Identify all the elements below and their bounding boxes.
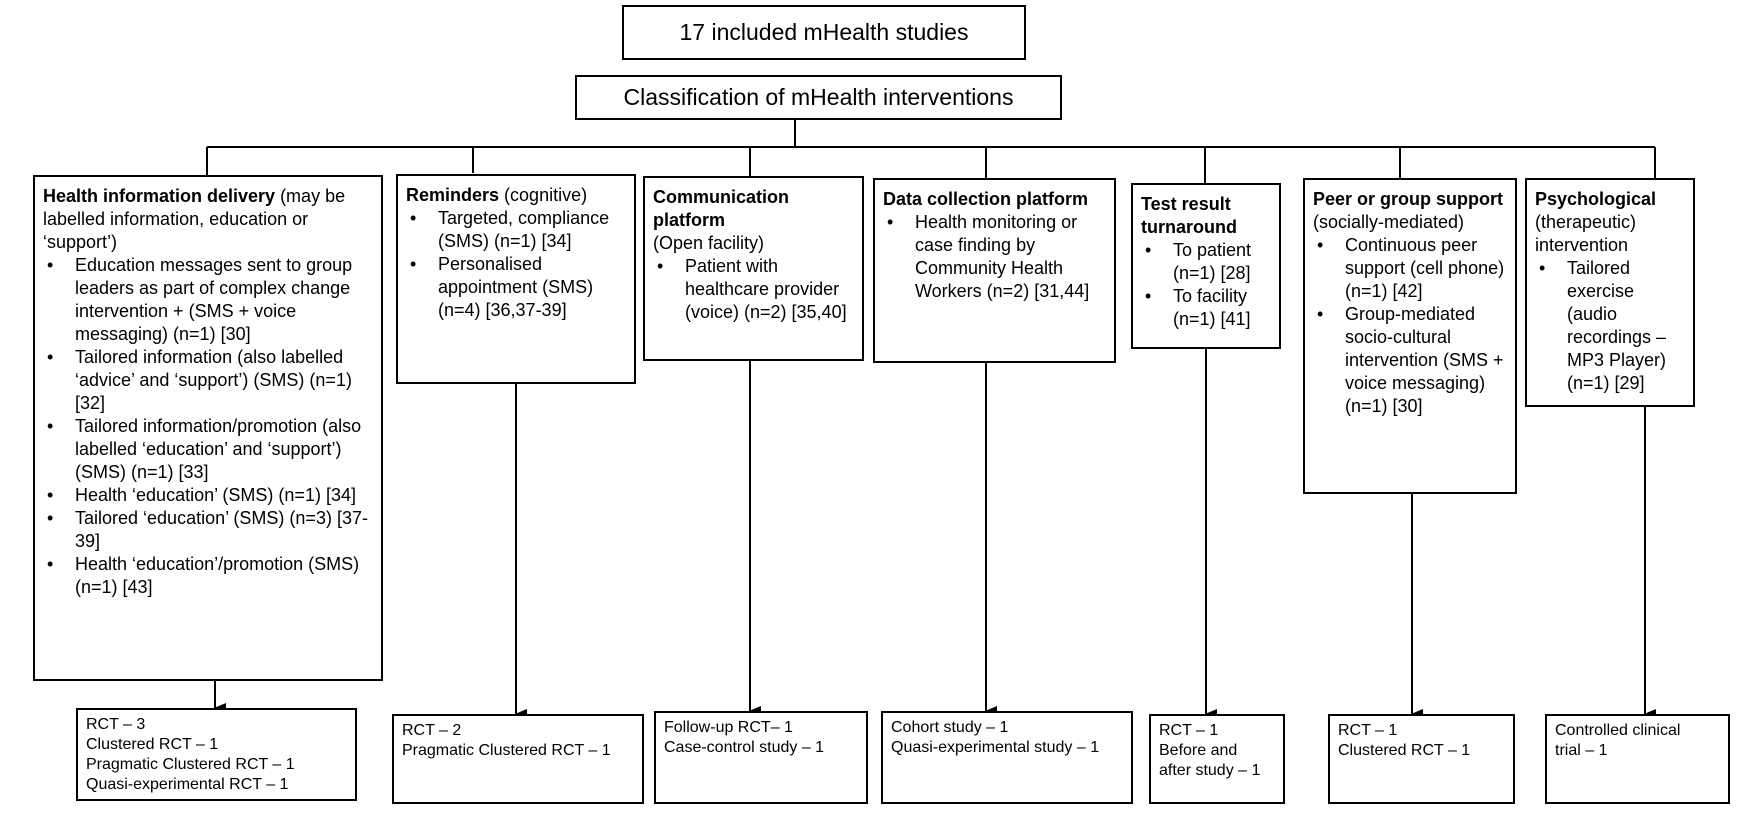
category-subtitle: (therapeutic) intervention [1535, 212, 1637, 255]
list-item: Health monitoring or case finding by Com… [883, 211, 1106, 303]
category-psychological: Psychological (therapeutic) intervention… [1525, 178, 1695, 407]
list-item: Targeted, compliance (SMS) (n=1) [34] [406, 207, 626, 253]
category-test-result-turnaround: Test result turnaround To patient (n=1) … [1131, 183, 1281, 349]
study-type: Controlled clinical [1555, 722, 1681, 739]
category-items: Patient with healthcare provider (voice)… [653, 255, 854, 324]
category-title: Communication platform [653, 187, 790, 230]
category-health-information-delivery: Health information delivery (may be labe… [33, 175, 383, 681]
list-item: Tailored ‘education’ (SMS) (n=3) [37-39] [43, 507, 373, 553]
study-type: RCT – 1 [1338, 722, 1398, 739]
category-subtitle: (Open facility) [653, 233, 765, 253]
study-type: Follow-up RCT– 1 [664, 719, 793, 736]
list-item: Tailored information/promotion (also lab… [43, 415, 373, 484]
category-items: Health monitoring or case finding by Com… [883, 211, 1106, 303]
study-type: Clustered RCT – 1 [1338, 742, 1471, 759]
category-items: Tailored exercise (audio recordings – MP… [1535, 257, 1685, 395]
study-type: Before and [1159, 742, 1238, 759]
category-items: Continuous peer support (cell phone) (n=… [1313, 234, 1507, 418]
list-item: Personalised appointment (SMS) (n=4) [36… [406, 253, 626, 322]
list-item: Health ‘education’ (SMS) (n=1) [34] [43, 484, 373, 507]
category-title: Reminders [406, 185, 500, 205]
category-peer-group-support: Peer or group support (socially-mediated… [1303, 178, 1517, 494]
study-type: Cohort study – 1 [891, 719, 1009, 736]
list-item: To facility (n=1) [41] [1141, 285, 1271, 331]
study-types-health-information-delivery: RCT – 3 Clustered RCT – 1 Pragmatic Clus… [76, 708, 357, 801]
category-title: Test result turnaround [1141, 194, 1237, 237]
list-item: Health ‘education’/promotion (SMS) (n=1)… [43, 553, 373, 599]
study-type: Clustered RCT – 1 [86, 736, 219, 753]
study-types-reminders: RCT – 2 Pragmatic Clustered RCT – 1 [392, 714, 644, 804]
classification-box: Classification of mHealth interventions [575, 75, 1062, 120]
category-data-collection-platform: Data collection platform Health monitori… [873, 178, 1116, 363]
list-item: Group-mediated socio-cultural interventi… [1313, 303, 1507, 418]
category-reminders: Reminders (cognitive) Targeted, complian… [396, 174, 636, 384]
study-type: Quasi-experimental study – 1 [891, 739, 1100, 756]
list-item: Continuous peer support (cell phone) (n=… [1313, 234, 1507, 303]
list-item: Patient with healthcare provider (voice)… [653, 255, 854, 324]
category-title: Psychological [1535, 189, 1657, 209]
category-subtitle: (may be labelled information, education … [43, 186, 346, 252]
category-title: Health information delivery [43, 186, 276, 206]
study-types-psychological: Controlled clinical trial – 1 [1545, 714, 1730, 804]
study-type: Case-control study – 1 [664, 739, 825, 756]
category-title: Data collection platform [883, 189, 1089, 209]
study-type: RCT – 1 [1159, 722, 1219, 739]
study-type: after study – 1 [1159, 762, 1261, 779]
category-items: To patient (n=1) [28] To facility (n=1) … [1141, 239, 1271, 331]
study-types-peer-group-support: RCT – 1 Clustered RCT – 1 [1328, 714, 1515, 804]
study-type: trial – 1 [1555, 742, 1608, 759]
study-type: Pragmatic Clustered RCT – 1 [86, 756, 295, 773]
category-communication-platform: Communication platform (Open facility) P… [643, 176, 864, 361]
study-types-data-collection-platform: Cohort study – 1 Quasi-experimental stud… [881, 711, 1133, 804]
study-types-test-result-turnaround: RCT – 1 Before and after study – 1 [1149, 714, 1285, 804]
category-subtitle: (socially-mediated) [1313, 212, 1465, 232]
classification-label: Classification of mHealth interventions [623, 84, 1014, 110]
included-studies-box: 17 included mHealth studies [622, 5, 1026, 60]
list-item: Education messages sent to group leaders… [43, 254, 373, 346]
study-type: RCT – 2 [402, 722, 462, 739]
study-type: RCT – 3 [86, 716, 146, 733]
included-studies-label: 17 included mHealth studies [679, 19, 969, 45]
category-items: Targeted, compliance (SMS) (n=1) [34] Pe… [406, 207, 626, 322]
study-type: Pragmatic Clustered RCT – 1 [402, 742, 611, 759]
study-type: Quasi-experimental RCT – 1 [86, 776, 289, 793]
category-items: Education messages sent to group leaders… [43, 254, 373, 599]
list-item: Tailored information (also labelled ‘adv… [43, 346, 373, 415]
study-types-communication-platform: Follow-up RCT– 1 Case-control study – 1 [654, 711, 868, 804]
category-title: Peer or group support [1313, 189, 1504, 209]
list-item: To patient (n=1) [28] [1141, 239, 1271, 285]
category-subtitle: (cognitive) [499, 185, 588, 205]
list-item: Tailored exercise (audio recordings – MP… [1535, 257, 1685, 395]
